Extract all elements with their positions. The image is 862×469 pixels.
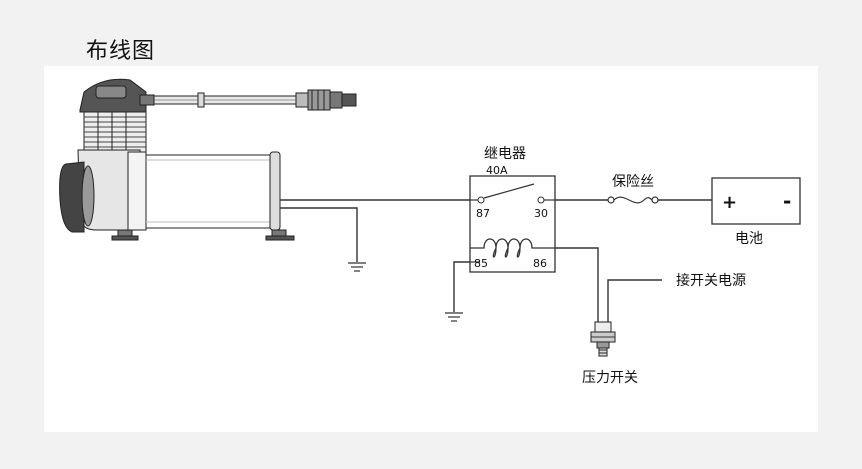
wire-compressor-ground: [280, 207, 358, 262]
relay-coil-icon: [470, 238, 555, 258]
pin-30-label: 30: [534, 207, 548, 220]
pin-87-terminal: [477, 196, 485, 204]
switch-power-label: 接开关电源: [676, 272, 746, 289]
fuse-label: 保险丝: [612, 174, 654, 190]
fuse-icon: [607, 196, 659, 204]
relay-label: 继电器: [484, 146, 526, 162]
pin-87-label: 87: [476, 207, 490, 220]
ground-icon: [445, 312, 463, 322]
wire-86-pressure: [555, 247, 599, 322]
wires: [280, 199, 712, 322]
wire-85-ground: [453, 261, 470, 312]
ground-icon: [348, 262, 366, 272]
battery-minus-label: -: [783, 189, 791, 213]
battery-label: 电池: [735, 231, 763, 247]
pin-85-label: 85: [474, 257, 488, 270]
relay: [469, 175, 556, 273]
pin-86-label: 86: [533, 257, 547, 270]
relay-rating-label: 40A: [486, 164, 508, 177]
battery-plus-label: +: [722, 192, 737, 213]
pin-30-terminal: [537, 196, 545, 204]
battery-icon: [711, 177, 801, 225]
wire-pressure-power: [607, 279, 662, 322]
pressure-switch-icon: [590, 321, 616, 357]
page-title: 布线图: [86, 39, 156, 64]
diagram-panel: [44, 66, 818, 432]
compressor-icon: [59, 78, 357, 241]
relay-switch-icon: [483, 183, 535, 199]
pressure-switch-label: 压力开关: [582, 370, 638, 386]
